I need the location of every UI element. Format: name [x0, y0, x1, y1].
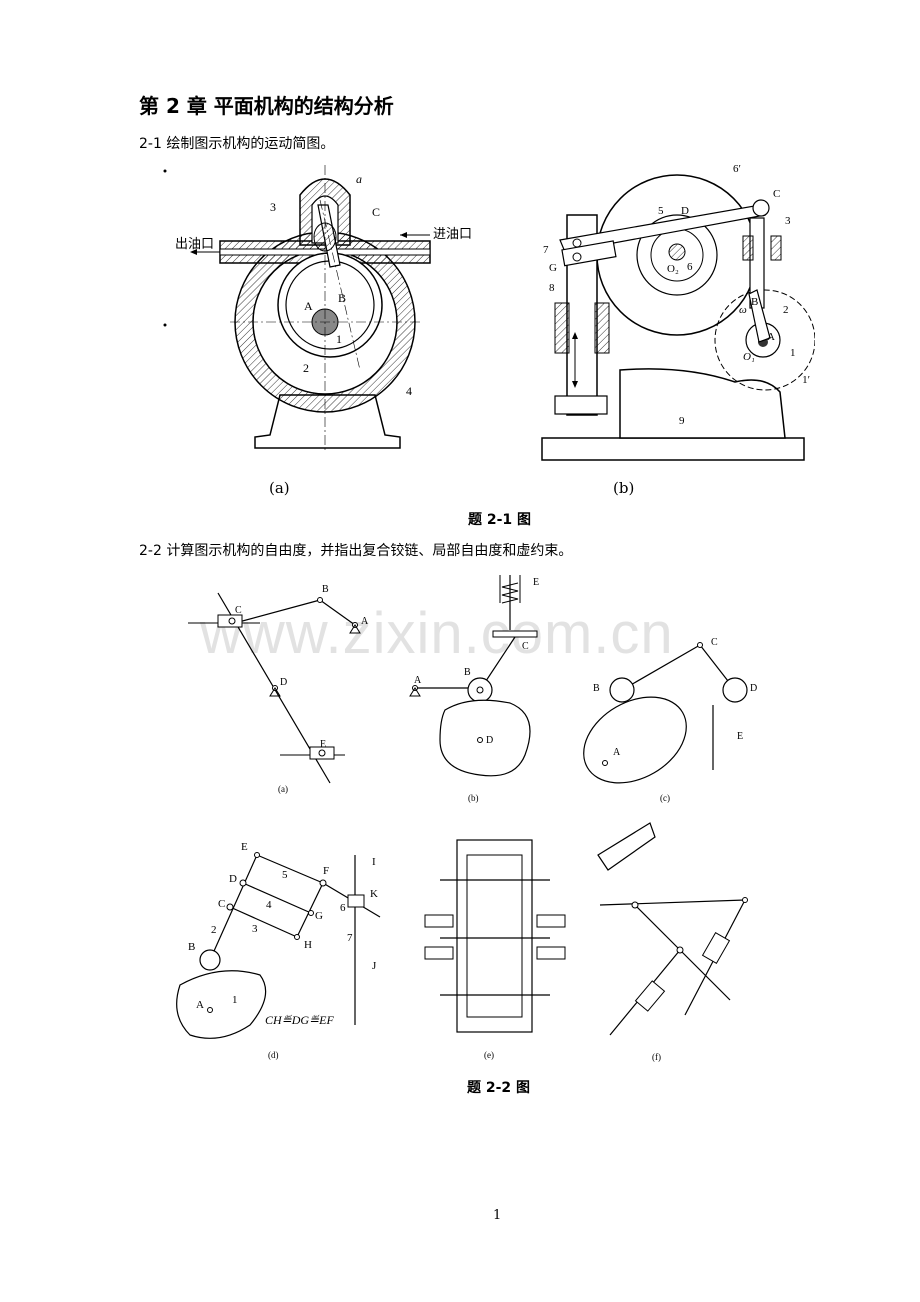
figure-2-1a-pump: a 3 C 进油口 出油口 A B 1 2 4 [163, 165, 472, 450]
label-g: G [315, 910, 323, 922]
label-2: 2 [303, 361, 309, 375]
label-d: D [280, 677, 287, 688]
label-b-point: B [338, 291, 346, 305]
label-2: 2 [783, 304, 789, 316]
label-e: E [737, 731, 743, 742]
figure-2-1b-caption: (b) [613, 479, 635, 497]
label-4: 4 [266, 899, 272, 911]
label-1p: 1′ [802, 374, 810, 386]
label-j: J [372, 960, 377, 972]
label-3: 3 [252, 923, 258, 935]
label-c: C [218, 898, 225, 910]
label-4: 4 [406, 384, 412, 398]
label-c: C [711, 637, 718, 648]
caption: (f) [652, 1052, 661, 1062]
figure-2-1-title: 题 2-1 图 [468, 512, 532, 528]
label-b: B [322, 584, 329, 595]
figure-2-2b: E C B A D (b) [409, 575, 539, 803]
label-8: 8 [549, 282, 555, 294]
label-b: B [593, 683, 600, 694]
caption: (a) [278, 784, 288, 794]
label-c: C [773, 188, 780, 200]
figure-2-2a: B C A D E (a) [188, 584, 369, 794]
label-omega: ω [739, 304, 747, 316]
label-1: 1 [232, 994, 238, 1006]
label-d: D [681, 205, 689, 217]
label-g: G [549, 262, 557, 274]
label-c: C [372, 205, 380, 219]
caption: (d) [268, 1050, 279, 1060]
label-6p: 6′ [733, 163, 741, 175]
note-parallel: CH≝DG≝EF [265, 1013, 334, 1027]
label-5: 5 [282, 869, 288, 881]
figure-2-1b-press: 6′ C 5 D 3 7 G O₂ 6 8 B 2 ω A O₁ 1 1′ 9 [541, 163, 815, 461]
label-9: 9 [679, 415, 685, 427]
label-a: A [361, 616, 369, 627]
label-inlet: 进油口 [433, 226, 472, 241]
label-b: B [464, 667, 471, 678]
figure-2-2c: C B D A E (c) [583, 637, 757, 803]
label-6: 6 [340, 902, 346, 914]
label-d: D [750, 683, 757, 694]
label-c: C [235, 605, 242, 616]
chapter-title: 第 2 章 平面机构的结构分析 [139, 94, 394, 118]
label-7: 7 [543, 244, 549, 256]
label-3: 3 [785, 215, 791, 227]
label-6: 6 [687, 261, 693, 273]
question-2-2-text: 2-2 计算图示机构的自由度，并指出复合铰链、局部自由度和虚约束。 [139, 543, 573, 559]
label-e: E [320, 739, 326, 750]
label-2: 2 [211, 924, 217, 936]
label-b: B [751, 296, 758, 308]
question-2-1-text: 2-1 绘制图示机构的运动简图。 [139, 136, 335, 152]
label-a: A [414, 675, 422, 686]
label-a: A [613, 747, 621, 758]
label-c: C [522, 641, 529, 652]
label-a: A [767, 331, 775, 343]
page-number: 1 [493, 1208, 502, 1223]
label-outlet: 出油口 [175, 236, 214, 251]
label-a: a [356, 172, 362, 186]
label-a: A [196, 999, 204, 1011]
label-7: 7 [347, 932, 353, 944]
label-a-point: A [304, 299, 313, 313]
label-k: K [370, 888, 378, 900]
label-1: 1 [336, 332, 342, 346]
label-e: E [241, 841, 248, 853]
figure-2-2e: (e) [424, 839, 566, 1060]
label-3: 3 [270, 200, 276, 214]
figure-2-1a-caption: (a) [269, 479, 290, 497]
figure-2-2d: E F I D 5 K C 4 G 6 3 2 H 7 B J A 1 CH≝D… [176, 841, 381, 1060]
caption: (e) [484, 1050, 494, 1060]
label-o1: O₁ [743, 351, 755, 363]
label-h: H [304, 939, 312, 951]
label-5: 5 [658, 205, 664, 217]
figure-2-2f: (f) [597, 822, 748, 1062]
label-d: D [229, 873, 237, 885]
watermark: www.zixin.com.cn [200, 601, 674, 666]
label-i: I [372, 856, 376, 868]
label-1: 1 [790, 347, 796, 359]
label-b: B [188, 941, 195, 953]
label-d: D [486, 735, 493, 746]
label-f: F [323, 865, 329, 877]
label-e: E [533, 577, 539, 588]
caption: (b) [468, 793, 479, 803]
label-o2: O₂ [667, 263, 679, 275]
figure-2-2-title: 题 2-2 图 [467, 1080, 531, 1096]
caption: (c) [660, 793, 670, 803]
